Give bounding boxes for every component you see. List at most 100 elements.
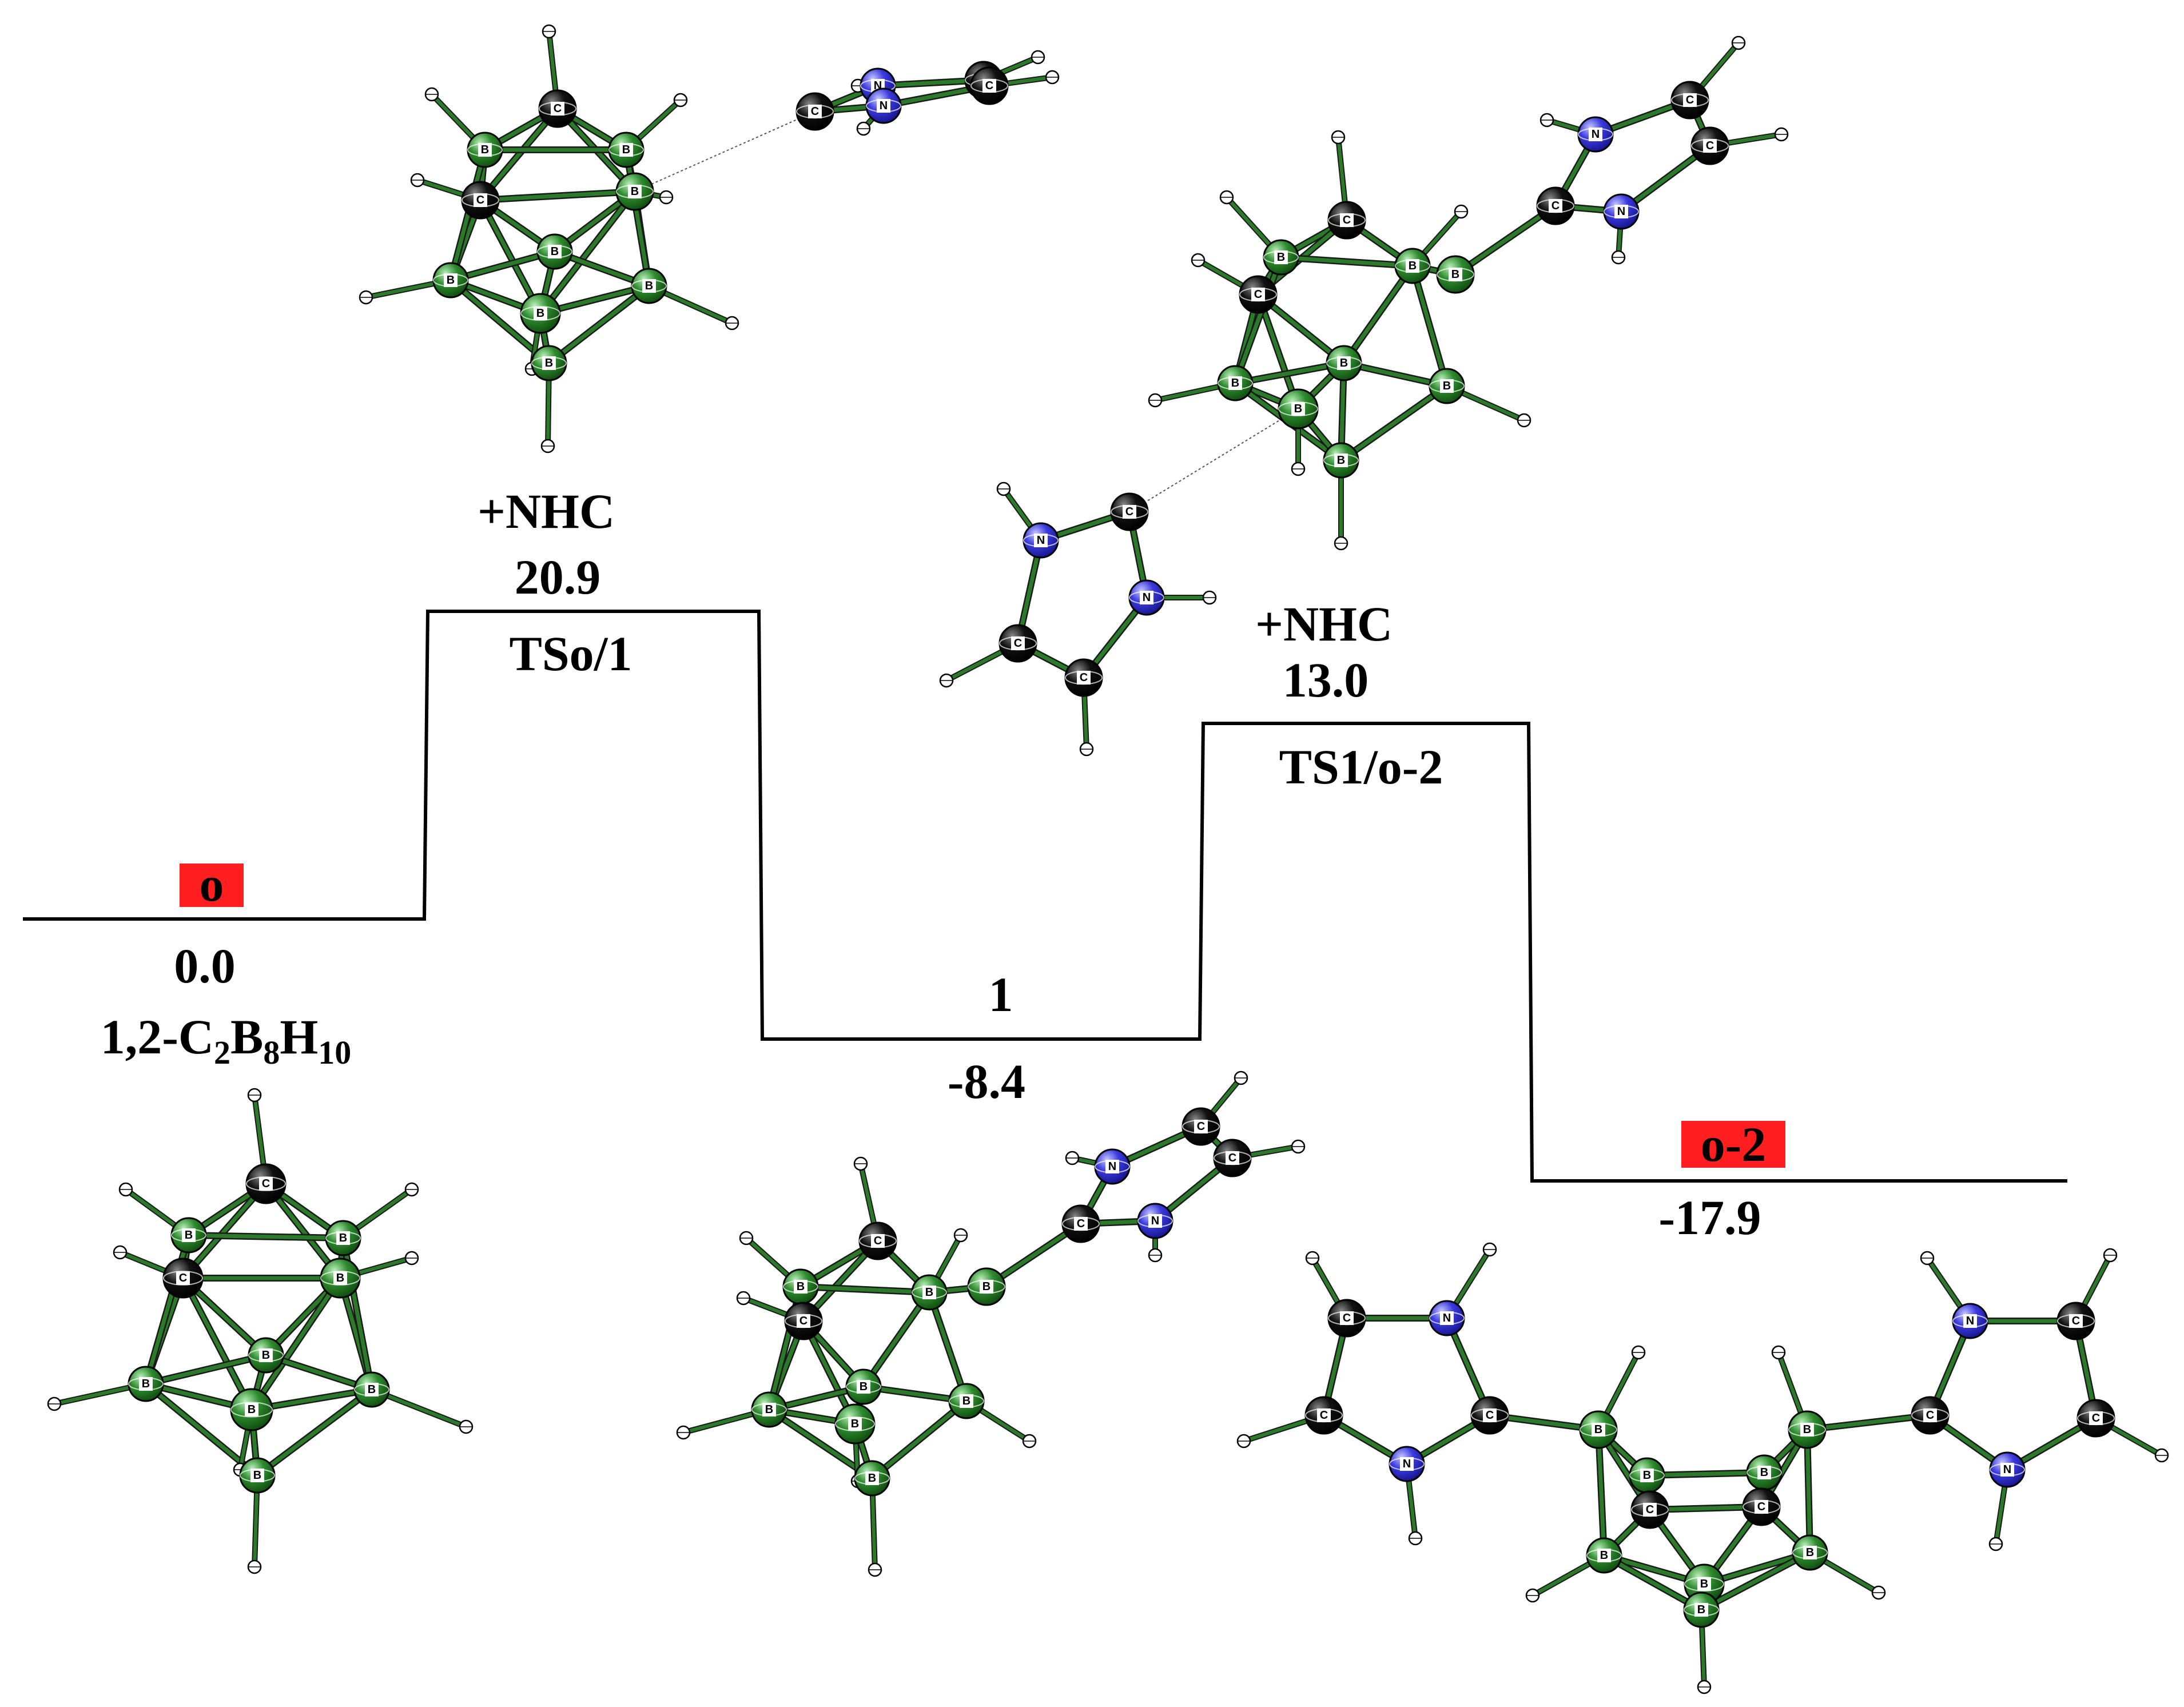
atom-label-box	[865, 1471, 879, 1485]
atom-label: C	[1014, 637, 1022, 650]
state-o-energy: 0.0	[174, 938, 236, 993]
int-1-energy: -8.4	[948, 1054, 1025, 1109]
atom-label-box	[1340, 213, 1354, 227]
atom-label: B	[1443, 380, 1451, 392]
atom-label: C	[262, 1177, 270, 1190]
atom-label-box	[245, 1403, 258, 1416]
atom-label: B	[1340, 357, 1348, 369]
state-o-2-tag-box	[1681, 1121, 1785, 1168]
atom-label-box	[250, 1469, 264, 1482]
atom-label-box	[1643, 1503, 1657, 1517]
bond	[144, 1353, 268, 1386]
atom-label: C	[179, 1272, 187, 1284]
atom-label: B	[142, 1378, 150, 1390]
atom-label: C	[1343, 1312, 1351, 1324]
atom-label: B	[1697, 1603, 1705, 1616]
atom-label-box	[982, 79, 996, 93]
bond	[186, 1233, 345, 1240]
atom-label: B	[1760, 1466, 1768, 1479]
atom-label: C	[874, 1235, 882, 1247]
atom-label: C	[476, 194, 484, 206]
atom-label-box	[474, 193, 487, 207]
atom-label-box	[336, 1231, 350, 1245]
bond	[478, 189, 637, 202]
bond	[1339, 384, 1449, 463]
atom-label-box	[1034, 534, 1048, 547]
atom-label-box	[794, 1280, 807, 1294]
atom-label: B	[925, 1286, 933, 1299]
atom-label-box	[1228, 376, 1242, 390]
atom-label-box	[444, 273, 458, 287]
atom-label: B	[185, 1229, 193, 1242]
bond	[255, 1387, 374, 1478]
bond	[478, 198, 543, 316]
atom-label: C	[1646, 1503, 1654, 1516]
bond	[1805, 1413, 1932, 1432]
atom-label-box	[1105, 1160, 1119, 1173]
atom-label-box	[176, 1271, 190, 1285]
atom-label: B	[645, 280, 653, 292]
atom-label: N	[1617, 205, 1625, 218]
atom-label-box	[478, 143, 492, 157]
atom-label-box	[551, 102, 564, 116]
atom-label-box	[1074, 1217, 1088, 1231]
atom-label: C	[1926, 1409, 1934, 1422]
atom-label: B	[631, 185, 639, 198]
atom-label: B	[253, 1469, 261, 1482]
int-1-name: 1	[989, 967, 1013, 1022]
bond	[1596, 1427, 1606, 1558]
atom-label-box	[922, 1286, 936, 1299]
atom-label: C	[1706, 140, 1714, 152]
atom-label-box	[259, 1348, 273, 1362]
forming-bond	[1129, 408, 1299, 512]
atom-label-box	[2069, 1314, 2083, 1328]
atom-label-box	[1640, 1469, 1654, 1482]
atom-label-box	[628, 185, 642, 198]
state-o-2-tag: o-2	[1701, 1117, 1767, 1172]
atom-label: C	[1486, 1409, 1494, 1422]
bond	[249, 1276, 343, 1412]
atom-label: N	[880, 100, 888, 112]
bond	[1805, 1427, 1812, 1555]
ts-1-o2-reagent: +NHC	[1255, 596, 1393, 651]
bond	[1602, 1553, 1704, 1612]
atom-label: B	[1806, 1546, 1814, 1559]
atom-label-box	[1449, 268, 1462, 281]
atom-label-box	[1340, 1311, 1354, 1325]
ts-o-1-energy: 20.9	[515, 550, 601, 604]
atom-label-box	[1011, 636, 1025, 650]
bond	[1342, 264, 1415, 365]
atom-label-box	[960, 1394, 973, 1408]
atom-label: C	[1343, 214, 1351, 226]
atom-label-box	[857, 1380, 870, 1394]
atom-ring	[230, 1402, 273, 1418]
bond	[181, 1276, 254, 1412]
atom-label-box	[1923, 1408, 1937, 1422]
bond	[1279, 255, 1415, 268]
atom-label-box	[762, 1403, 776, 1416]
bond	[861, 1290, 932, 1389]
bond	[1233, 361, 1346, 385]
atom-label-box	[877, 99, 890, 113]
atom-label: B	[551, 245, 559, 258]
atom-label-box	[1140, 591, 1153, 604]
atom-label: B	[797, 1280, 805, 1293]
atom-label-box	[848, 1417, 862, 1431]
atom-label: B	[545, 357, 553, 369]
atom-label-box	[1697, 1577, 1711, 1591]
state-o-2-energy: -17.9	[1658, 1190, 1761, 1245]
atom-label-box	[1148, 1214, 1162, 1228]
atom-label: C	[1686, 94, 1694, 106]
ts-o-1-reagent: +NHC	[478, 484, 615, 539]
atom-label: B	[1594, 1423, 1602, 1436]
atom-label-box	[1226, 1151, 1239, 1165]
bond	[1699, 1550, 1812, 1612]
atom-label-box	[2089, 1411, 2103, 1425]
atom-label: B	[1337, 454, 1345, 467]
atom-label: N	[1108, 1160, 1116, 1173]
atom-label-box	[1800, 1423, 1814, 1437]
atom-label-box	[1400, 1457, 1414, 1471]
atom-label-box	[1291, 402, 1305, 416]
